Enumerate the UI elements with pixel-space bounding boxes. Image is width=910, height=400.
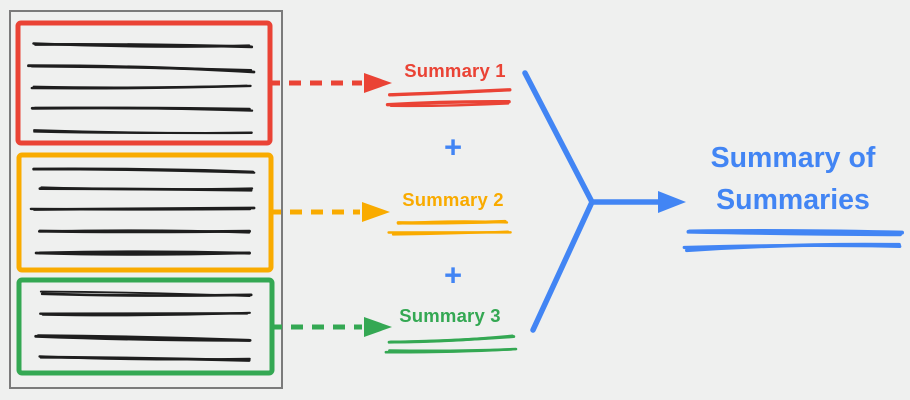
summary-2-label: Summary 2 [402, 189, 504, 210]
merge-line-top [522, 70, 595, 205]
summary-of-summaries-title: Summary of Summaries [711, 137, 876, 221]
map-arrow-orange [269, 202, 390, 222]
map-arrow-green [270, 317, 392, 337]
title-line-1: Summary of [710, 142, 876, 174]
chunk-box-red [15, 20, 273, 146]
handwritten-scribble-lines [27, 42, 905, 362]
plus-icon: + [443, 129, 463, 165]
source-document-outline [9, 10, 283, 389]
arrowhead-green [364, 317, 392, 337]
merge-line-bottom [530, 199, 595, 333]
title-line-2: Summaries [716, 184, 870, 216]
summary-3-label: Summary 3 [399, 305, 501, 326]
arrowhead-blue [658, 191, 686, 213]
arrowhead-red [364, 73, 392, 93]
arrowhead-orange [362, 202, 390, 222]
summary-1-label: Summary 1 [404, 60, 506, 81]
plus-icon: + [443, 257, 463, 293]
merge-arrow [522, 70, 686, 333]
map-arrow-red [268, 73, 392, 93]
